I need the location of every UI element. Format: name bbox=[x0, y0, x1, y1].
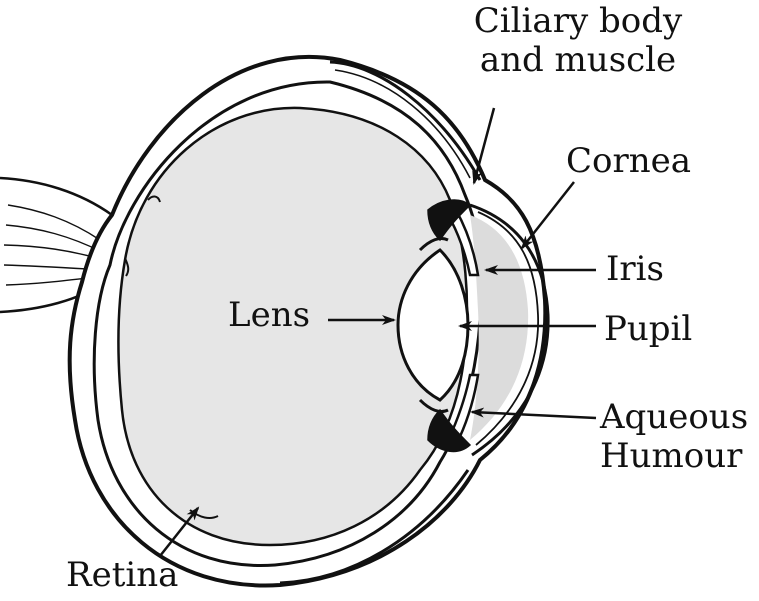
label-aqueous-line1: Aqueous bbox=[600, 397, 749, 437]
arrow-ciliary bbox=[472, 107, 496, 185]
label-retina: Retina bbox=[66, 555, 179, 595]
ciliary-body-upper bbox=[427, 199, 472, 242]
label-aqueous-humour: Aqueous Humour bbox=[600, 397, 749, 477]
optic-nerve bbox=[0, 176, 113, 314]
label-aqueous-line2: Humour bbox=[600, 436, 743, 477]
arrow-retina bbox=[159, 506, 200, 557]
label-pupil: Pupil bbox=[604, 309, 693, 349]
arrow-cornea bbox=[520, 181, 575, 250]
label-ciliary-line1: Ciliary body bbox=[473, 1, 683, 41]
iris-lower bbox=[446, 373, 480, 447]
arrow-aqueous bbox=[470, 407, 597, 420]
label-lens: Lens bbox=[228, 295, 311, 335]
iris-upper bbox=[446, 208, 480, 277]
label-ciliary-body: Ciliary body and muscle bbox=[448, 1, 708, 81]
label-ciliary-line2: and muscle bbox=[479, 40, 677, 81]
label-iris: Iris bbox=[606, 249, 665, 289]
label-cornea: Cornea bbox=[566, 141, 692, 181]
lens-shape bbox=[396, 248, 470, 402]
ciliary-body-lower bbox=[427, 408, 472, 453]
cornea-shape bbox=[469, 203, 550, 457]
